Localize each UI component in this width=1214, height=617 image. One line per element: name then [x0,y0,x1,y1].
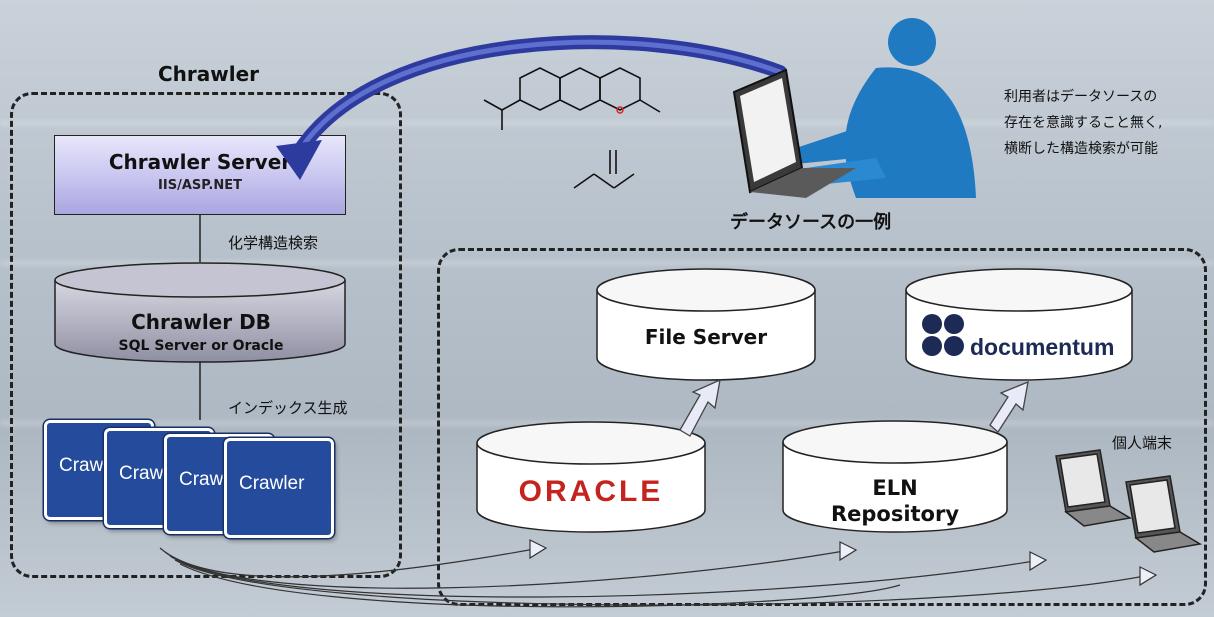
file-server-label: File Server [644,325,768,349]
chrawler-group-border [10,92,402,578]
laptop-icon [1055,449,1203,553]
search-label: 化学構造検索 [228,234,319,252]
oracle-label: ORACLE [518,475,664,508]
crawler-label: Crawler [239,473,305,494]
chrawler-server-name: Chrawler Server [108,150,292,174]
user-note-line: 利用者はデータソースの [1004,89,1158,105]
documentum-label: documentum [970,334,1115,360]
eln-label-1: ELN [872,476,918,500]
chrawler-db-name: Chrawler DB [131,310,271,334]
chrawler-server-sub: IIS/ASP.NET [158,178,242,193]
user-note: 利用者はデータソースの 存在を意識すること無く, 横断した構造検索が可能 [1004,84,1162,162]
eln-label-2: Repository [830,502,960,526]
chrawler-db-cylinder [54,262,346,363]
background-streak [0,120,1214,126]
index-label: インデックス生成 [228,399,348,417]
crawler-card: Crawler [224,438,334,538]
chrawler-db-sub: SQL Server or Oracle [118,338,284,354]
personal-terminal-label: 個人端末 [1112,434,1173,452]
background-streak [0,260,1214,266]
datasource-group-title: データソースの一例 [730,212,892,233]
datasource-group-border [437,248,1207,606]
user-note-line: 横断した構造検索が可能 [1004,141,1158,157]
molecule-structure [483,67,661,189]
chrawler-group-title: Chrawler [158,62,260,86]
user-note-line: 存在を意識すること無く, [1004,115,1163,131]
documentum-icon [920,312,966,362]
user-figure [732,18,976,198]
